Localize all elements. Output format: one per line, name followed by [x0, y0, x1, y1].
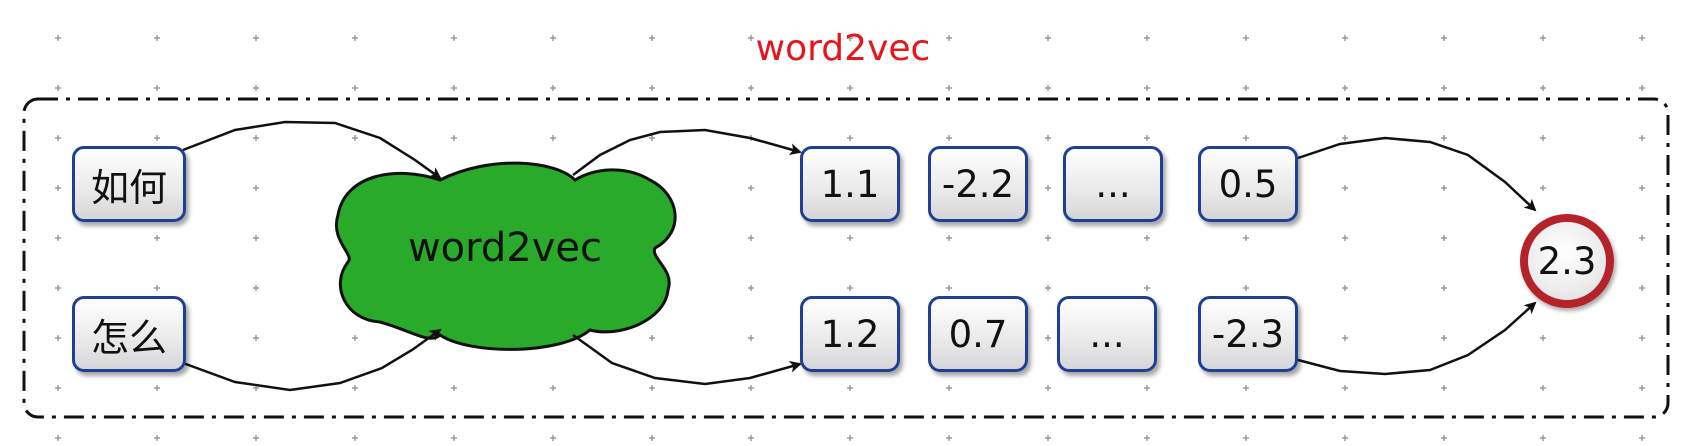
edge-input1-to-cloud [182, 120, 442, 180]
input-word-2: 怎么 [72, 296, 186, 372]
vector-row1-value-2: -2.2 [928, 146, 1028, 222]
input-word-1: 如何 [72, 146, 186, 222]
grid-dots [55, 35, 1645, 441]
edge-input2-to-cloud [182, 328, 442, 392]
word2vec-boundary [22, 97, 1670, 419]
word2vec-cloud [334, 161, 677, 351]
vector-row1-value-1: 1.1 [800, 146, 900, 222]
vector-row1-value-3: ... [1063, 146, 1163, 222]
edge-cloud-to-row1 [572, 128, 802, 177]
edge-cloud-to-row2 [572, 333, 802, 386]
diagram-title: word2vec [755, 28, 931, 69]
vector-row2-value-3: ... [1057, 296, 1157, 372]
edge-row2-to-result [1297, 301, 1537, 376]
vector-row2-value-2: 0.7 [928, 296, 1028, 372]
model-label: word2vec [407, 225, 603, 271]
vector-row2-value-1: 1.2 [800, 296, 900, 372]
similarity-result: 2.3 [1520, 214, 1614, 308]
vector-row1-value-4: 0.5 [1198, 146, 1298, 222]
vector-row2-value-4: -2.3 [1198, 296, 1298, 372]
edge-row1-to-result [1297, 136, 1537, 212]
